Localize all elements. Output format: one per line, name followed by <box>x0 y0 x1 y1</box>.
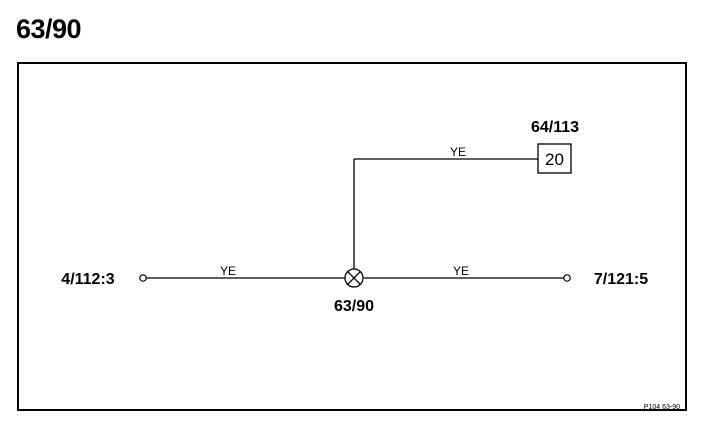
diagram-frame <box>17 62 687 411</box>
component-box <box>537 143 572 174</box>
splice-icon <box>344 268 364 288</box>
wire-right-color: YE <box>453 264 469 278</box>
page-title: 63/90 <box>16 14 82 44</box>
top-component-label: 64/113 <box>531 119 579 136</box>
right-terminal-icon <box>563 274 571 282</box>
wire-left-color: YE <box>220 264 236 278</box>
reference-code: P104 63-90 <box>644 404 680 411</box>
right-terminal-label: 7/121:5 <box>594 271 648 288</box>
wire-top-color: YE <box>450 145 466 159</box>
left-terminal-label: 4/112:3 <box>61 271 114 288</box>
splice-label: 63/90 <box>334 298 374 315</box>
component-pin-label: 20 <box>545 150 564 169</box>
left-terminal-icon <box>139 274 147 282</box>
